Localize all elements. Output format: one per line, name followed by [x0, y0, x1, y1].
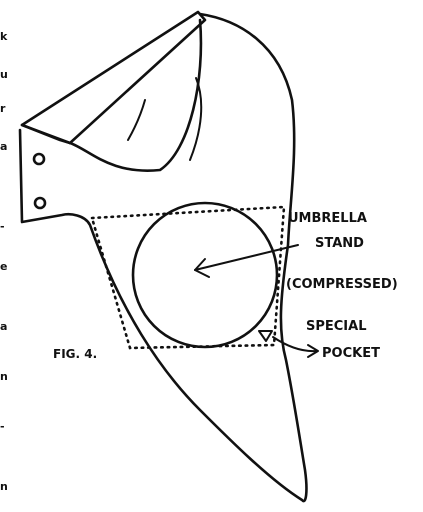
eyelet-bottom — [35, 198, 45, 208]
label-umbrella: UMBRELLA — [288, 211, 367, 226]
helmet-outline — [20, 14, 306, 501]
figure-caption: FIG. 4. — [53, 347, 97, 361]
helmet-fold-1 — [128, 100, 145, 140]
svg-text:u: u — [0, 68, 8, 81]
label-special: SPECIAL — [306, 319, 367, 334]
svg-text:e: e — [0, 260, 7, 273]
svg-text:-: - — [0, 420, 5, 433]
svg-text:a: a — [0, 140, 7, 153]
svg-text:k: k — [0, 30, 8, 43]
svg-text:n: n — [0, 480, 8, 493]
label-compressed: (COMPRESSED) — [286, 277, 398, 292]
svg-text:a: a — [0, 320, 7, 333]
helmet-brim-edge — [22, 125, 70, 143]
helmet-brim — [22, 12, 205, 143]
pocket-arrow — [273, 337, 316, 351]
label-stand: STAND — [315, 236, 364, 251]
svg-text:-: - — [0, 220, 5, 233]
svg-text:r: r — [0, 102, 6, 115]
svg-text:n: n — [0, 370, 8, 383]
eyelet-top — [34, 154, 44, 164]
label-pocket: POCKET — [322, 346, 380, 361]
stand-arrow — [195, 245, 298, 270]
margin-text-fragments: k u r a - e a n - n — [0, 30, 8, 493]
pocket-marker — [259, 331, 272, 341]
